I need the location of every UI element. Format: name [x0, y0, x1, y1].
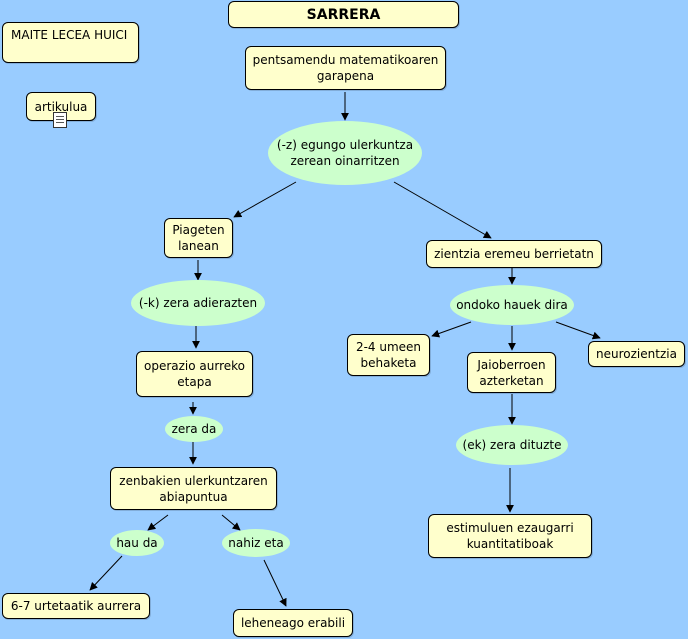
- node-neurozientzia[interactable]: neurozientzia: [588, 341, 685, 367]
- edge-egungo-zientzia: [393, 181, 492, 239]
- edge-ondoko-umeen: [431, 321, 472, 338]
- node-ondoko[interactable]: ondoko hauek dira: [450, 285, 574, 325]
- node-sarrera[interactable]: SARRERA: [228, 1, 459, 28]
- node-leheneago[interactable]: leheneago erabili: [233, 609, 353, 637]
- node-hau-da[interactable]: hau da: [110, 530, 164, 556]
- document-icon[interactable]: [53, 112, 67, 128]
- edge-ondoko-neurozientzia: [555, 321, 601, 340]
- node-author[interactable]: MAITE LECEA HUICI: [2, 22, 139, 63]
- node-adierazten[interactable]: (-k) zera adierazten: [131, 280, 265, 326]
- edge-egungo-piageten: [233, 181, 297, 218]
- node-zientzia[interactable]: zientzia eremeu berrietatn: [426, 240, 602, 268]
- node-estimuluen[interactable]: estimuluen ezaugarri kuantitatiboak: [428, 514, 592, 558]
- node-ek-zera[interactable]: (ek) zera dituzte: [456, 425, 568, 465]
- edge-haude-urtetaatik: [89, 555, 123, 591]
- node-egungo[interactable]: (-z) egungo ulerkuntza zerean oinarritze…: [268, 121, 422, 185]
- node-zenbakien[interactable]: zenbakien ulerkuntzaren abiapuntua: [110, 467, 277, 510]
- node-urtetaatik[interactable]: 6-7 urtetaatik aurrera: [2, 593, 150, 619]
- edge-nahiz-leheneago: [263, 559, 287, 607]
- node-umeen[interactable]: 2-4 umeen behaketa: [347, 334, 430, 376]
- edge-zenbakien-haude: [147, 514, 169, 531]
- node-piageten[interactable]: Piageten lanean: [164, 218, 233, 258]
- node-pentsamendu[interactable]: pentsamendu matematikoaren garapena: [245, 46, 446, 90]
- node-nahiz-eta[interactable]: nahiz eta: [222, 529, 290, 557]
- node-operazio[interactable]: operazio aurreko etapa: [136, 351, 253, 397]
- node-zera-da[interactable]: zera da: [165, 416, 223, 442]
- node-jaioberroen[interactable]: Jaioberroen azterketan: [467, 352, 556, 393]
- edge-zenbakien-nahiz: [221, 514, 241, 531]
